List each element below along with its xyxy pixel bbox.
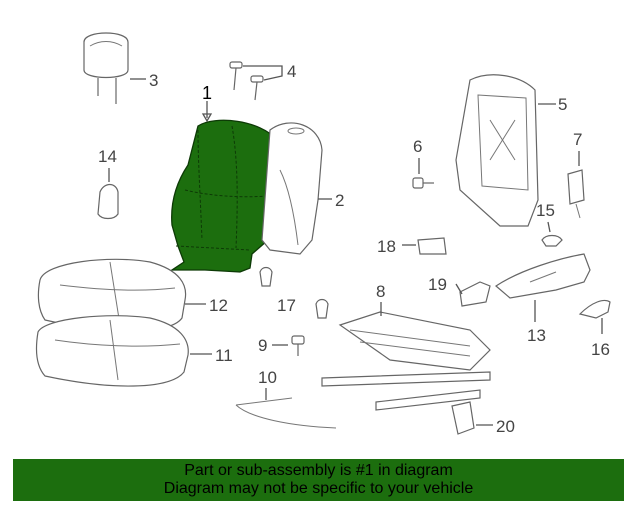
part-4-bolts[interactable] — [229, 61, 264, 101]
part-11-cushion-pad[interactable] — [35, 315, 189, 387]
parts-diagram: 3 4 1 2 14 12 — [35, 32, 611, 436]
part-10-wire[interactable] — [235, 397, 337, 429]
callout-3[interactable]: 3 — [149, 71, 158, 90]
callout-14[interactable]: 14 — [98, 147, 117, 166]
part-8-seat-track[interactable] — [321, 311, 491, 411]
callout-15[interactable]: 15 — [536, 201, 555, 220]
leader-15 — [547, 221, 551, 233]
part-17-hooks[interactable] — [259, 266, 329, 319]
part-14-clip[interactable] — [97, 183, 119, 220]
callout-6[interactable]: 6 — [413, 137, 422, 156]
callout-20[interactable]: 20 — [496, 417, 515, 436]
callout-11[interactable]: 11 — [215, 346, 233, 365]
callout-2[interactable]: 2 — [335, 191, 344, 210]
callout-4[interactable]: 4 — [287, 62, 296, 81]
info-banner: Part or sub-assembly is #1 in diagram Di… — [13, 459, 624, 501]
part-18-bracket[interactable] — [417, 237, 447, 255]
part-16-cover[interactable] — [578, 299, 611, 319]
part-20-bracket[interactable] — [451, 401, 475, 435]
callout-8[interactable]: 8 — [376, 282, 385, 301]
part-9-bolt[interactable] — [291, 335, 305, 356]
leader-4 — [243, 65, 283, 81]
leader-19 — [455, 283, 463, 295]
callout-9[interactable]: 9 — [258, 336, 267, 355]
callout-10[interactable]: 10 — [258, 368, 277, 387]
part-13-side-shield[interactable] — [495, 253, 591, 299]
part-19-bracket[interactable] — [459, 281, 491, 307]
part-6-bolt[interactable] — [412, 177, 434, 189]
callout-18[interactable]: 18 — [377, 237, 396, 256]
callout-17[interactable]: 17 — [277, 296, 296, 315]
part-1-seatback-cover[interactable] — [169, 119, 278, 273]
part-3-headrest[interactable] — [83, 32, 129, 104]
callout-16[interactable]: 16 — [591, 340, 610, 359]
part-2-seatback-assembly[interactable] — [261, 122, 323, 255]
part-12-cushion-cover[interactable] — [37, 258, 187, 332]
callout-13[interactable]: 13 — [527, 326, 546, 345]
callout-19[interactable]: 19 — [428, 275, 447, 294]
part-5-seatback-frame[interactable] — [455, 74, 539, 227]
leader-1-arrow — [201, 113, 213, 123]
callout-5[interactable]: 5 — [558, 95, 567, 114]
callout-12[interactable]: 12 — [209, 296, 228, 315]
callout-7[interactable]: 7 — [573, 130, 582, 149]
part-15-knob[interactable] — [541, 234, 563, 247]
part-7-lever[interactable] — [567, 169, 585, 219]
banner-line-2: Diagram may not be specific to your vehi… — [163, 480, 474, 497]
callout-1[interactable]: 1 — [202, 83, 212, 103]
banner-line-1: Part or sub-assembly is #1 in diagram — [184, 462, 453, 479]
